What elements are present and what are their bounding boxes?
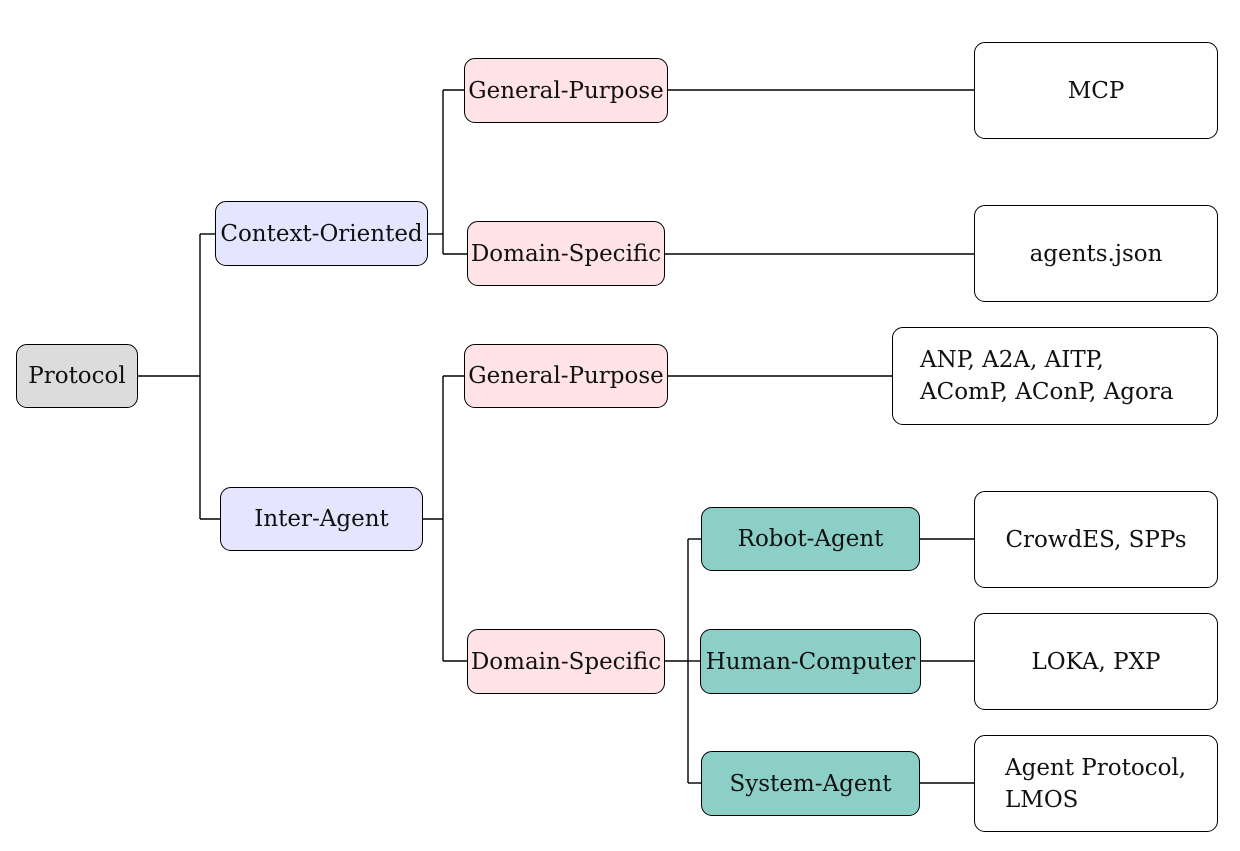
domain-node-human-computer: Human-Computer — [700, 629, 921, 694]
scope-label: Domain-Specific — [470, 240, 662, 267]
leaf-node-robot-protocols: CrowdES, SPPs — [974, 491, 1218, 588]
leaf-node-inter-general-protocols: ANP, A2A, AITP, AComP, AConP, Agora — [892, 327, 1218, 425]
leaf-text: ANP, A2A, AITP, AComP, AConP, Agora — [920, 344, 1174, 408]
scope-node-context-general-purpose: General-Purpose — [464, 58, 668, 123]
root-node-protocol: Protocol — [16, 344, 138, 408]
leaf-text: Agent Protocol, LMOS — [1005, 752, 1186, 816]
domain-node-system-agent: System-Agent — [701, 751, 920, 816]
leaf-line-1: ANP, A2A, AITP, — [920, 347, 1104, 373]
category-node-context-oriented: Context-Oriented — [215, 201, 428, 266]
leaf-node-human-computer-protocols: LOKA, PXP — [974, 613, 1218, 710]
leaf-label: CrowdES, SPPs — [1005, 526, 1187, 553]
category-label: Context-Oriented — [220, 220, 423, 247]
category-label: Inter-Agent — [254, 506, 389, 532]
scope-node-inter-domain-specific: Domain-Specific — [467, 629, 665, 694]
root-label: Protocol — [28, 363, 126, 389]
category-node-inter-agent: Inter-Agent — [220, 487, 423, 551]
scope-label: Domain-Specific — [470, 648, 662, 675]
leaf-node-mcp: MCP — [974, 42, 1218, 139]
leaf-label: agents.json — [1029, 240, 1163, 267]
scope-node-context-domain-specific: Domain-Specific — [467, 221, 665, 286]
domain-label: Human-Computer — [705, 648, 916, 675]
scope-node-inter-general-purpose: General-Purpose — [464, 344, 668, 408]
leaf-line-1: Agent Protocol, — [1005, 754, 1187, 781]
leaf-line-2: AComP, AConP, Agora — [920, 379, 1174, 405]
domain-label: Robot-Agent — [737, 526, 884, 552]
leaf-node-agents-json: agents.json — [974, 205, 1218, 302]
leaf-label: LOKA, PXP — [1031, 648, 1161, 675]
domain-label: System-Agent — [729, 770, 892, 797]
domain-node-robot-agent: Robot-Agent — [701, 507, 920, 571]
leaf-line-2: LMOS — [1005, 786, 1079, 813]
leaf-node-system-agent-protocols: Agent Protocol, LMOS — [974, 735, 1218, 832]
scope-label: General-Purpose — [468, 77, 664, 104]
leaf-label: MCP — [1067, 77, 1125, 104]
scope-label: General-Purpose — [468, 363, 664, 389]
